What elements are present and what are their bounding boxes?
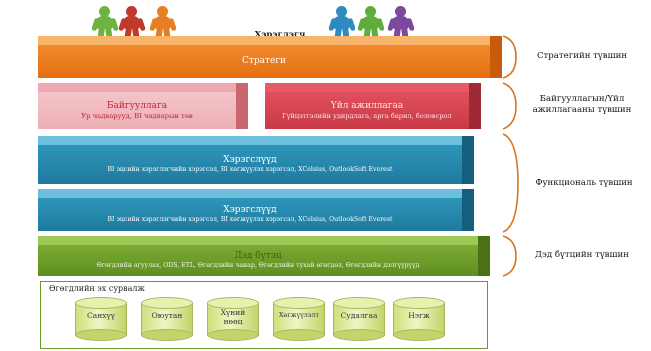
tools-2-title: Хэрэгслүүд: [223, 205, 277, 215]
database-icon: Санхүү: [75, 297, 127, 341]
source-label: Нэгж: [408, 311, 430, 320]
database-icon: Судалгаа: [333, 297, 385, 341]
database-icon: Оюутан: [141, 297, 193, 341]
user-icon: [118, 6, 146, 43]
user-icon: [387, 6, 415, 43]
organization-layer: Байгууллага Ур чадварууд, BI чадварын тө…: [38, 83, 248, 129]
tools-layer-1: Хэрэгслүүд BI эцсийн хэрэглэгчийн хэрэгс…: [38, 136, 474, 184]
organization-bracket: [502, 82, 517, 130]
strategy-bracket: [502, 35, 517, 79]
user-icon: [357, 6, 385, 43]
operations-title: Үйл ажиллагаа: [330, 101, 404, 111]
tools-2-subtitle: BI эцсийн хэрэглэгчийн хэрэгсэл, BI хөгж…: [107, 216, 393, 223]
functional-level-label: Функциональ түвшин: [535, 178, 633, 188]
infrastructure-layer: Дэд бүтэц Өгөгдлийн агуулах, ODS, ETL, Ө…: [38, 236, 490, 276]
database-icon: Нэгж: [393, 297, 445, 341]
strategy-layer: Стратеги: [38, 36, 502, 78]
user-icon: [328, 6, 356, 43]
source-label: Хөгжүүлэлт: [278, 311, 320, 319]
data-sources-title: Өгөгдлийн эх сурвалж: [49, 284, 145, 293]
user-icon: [91, 6, 119, 43]
tools-1-subtitle: BI эцсийн хэрэглэгчийн хэрэгсэл, BI хөгж…: [107, 166, 393, 173]
operations-subtitle: Гүйцэтгэлийн удирдлага, арга барил, боло…: [282, 112, 452, 120]
database-icon: Хөгжүүлэлт: [273, 297, 325, 341]
infrastructure-subtitle: Өгөгдлийн агуулах, ODS, ETL, Өгөгдлийн ч…: [96, 262, 420, 269]
operations-layer: Үйл ажиллагаа Гүйцэтгэлийн удирдлага, ар…: [265, 83, 481, 129]
infrastructure-bracket: [502, 235, 517, 277]
organization-level-label: Байгууллагын/Үйл ажиллагааны түвшин: [532, 94, 632, 115]
source-label: Судалгаа: [340, 311, 378, 320]
tools-1-title: Хэрэгслүүд: [223, 155, 277, 165]
source-label: Хүний нөөц: [220, 308, 246, 326]
functional-bracket: [502, 133, 519, 233]
infrastructure-level-label: Дэд бүтцийн түвшин: [535, 250, 629, 260]
source-label: Санхүү: [87, 311, 115, 320]
organization-title: Байгууллага: [106, 101, 168, 111]
infrastructure-title: Дэд бүтэц: [234, 251, 282, 261]
tools-layer-2: Хэрэгслүүд BI эцсийн хэрэглэгчийн хэрэгс…: [38, 189, 474, 231]
strategy-level-label: Стратегийн түвшин: [536, 51, 628, 61]
user-icon: [149, 6, 177, 43]
source-label: Оюутан: [151, 311, 183, 320]
organization-subtitle: Ур чадварууд, BI чадварын төв: [81, 112, 193, 120]
database-icon: Хүний нөөц: [207, 297, 259, 341]
users-label: Хэрэглэгч: [254, 30, 306, 40]
strategy-title: Стратеги: [241, 56, 286, 66]
